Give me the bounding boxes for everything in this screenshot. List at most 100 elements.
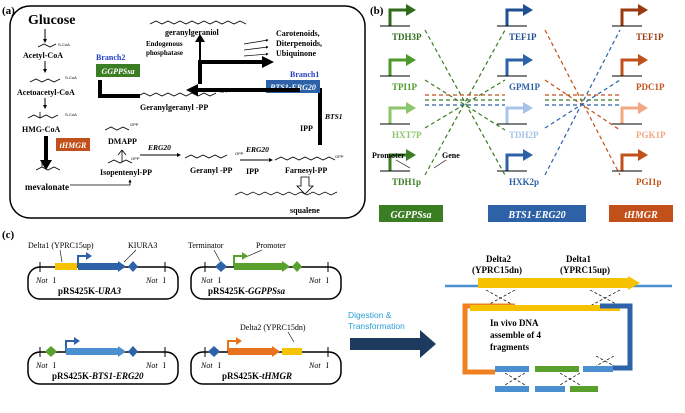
thick-path-products: [198, 60, 265, 84]
fragment-yellow: [470, 305, 620, 311]
ipp-opp-label: OPP: [131, 156, 140, 161]
crossover-row-2b: [559, 372, 581, 386]
products-line2: Diterpenoids,: [276, 39, 322, 48]
ggppssa-gene-segment: [234, 263, 282, 270]
isopentenyl-pp-label: Isopentenyl-PP: [100, 168, 152, 177]
panel-a: (a) Glucose S-CoA Acetyl-CoA S-CoA Aceto…: [2, 5, 366, 219]
acetyl-scoa-label: S-CoA: [58, 42, 70, 47]
promoter-glyph-col3-1: [620, 58, 640, 76]
gene-callout-label: Gene: [442, 151, 460, 160]
ggpp-structure: [137, 92, 217, 97]
crossover-left-2: [485, 289, 516, 307]
arrow-products-3: [243, 52, 269, 57]
noti-left-1-not: Not: [35, 276, 48, 285]
digestion-label-line1: Digestion &: [348, 310, 392, 320]
dmapp-label: DMAPP: [108, 137, 137, 146]
thick-path-bts1: [310, 88, 322, 145]
crossover-right-2: [589, 289, 621, 307]
thmgr-enzyme-label: tHMGR: [60, 141, 87, 150]
noti-right-4-i: I: [326, 361, 329, 370]
ggpp-label: Geranylgeranyl -PP: [140, 103, 208, 112]
promoter-label-col2-1: GPM1P: [509, 82, 540, 92]
fragment-row1-blue2: [583, 366, 613, 372]
noti-right-1-not: Not: [145, 276, 158, 285]
thmgr-gene-segment: [228, 348, 272, 355]
ipp-structure: [107, 159, 133, 164]
ura3-gene-arrowhead: [118, 261, 126, 272]
promoter-glyph-col2-2: [505, 106, 525, 124]
promoter-glyph-col3-0: [620, 8, 640, 26]
promoter-arrowhead-col1-2: [406, 102, 416, 114]
bts1-gene-segment: [66, 348, 118, 355]
promoter-label-col1-1: TPI1P: [392, 82, 418, 92]
panel-c-label: (c): [2, 229, 15, 241]
promoter-connection-10: [544, 29, 621, 176]
bts1-promoter-arrowhead: [74, 337, 80, 345]
terminator-pointer: [213, 249, 221, 262]
promoter-label-col2-3: HXK2p: [509, 177, 539, 187]
noti-right-3-not: Not: [145, 361, 158, 370]
erg20-label-b: ERG20: [245, 145, 269, 154]
promoter-label-col3-1: PDC1P: [636, 82, 665, 92]
farnesyl-opp-label: OPP: [335, 154, 344, 159]
ura3-terminator: [128, 261, 138, 272]
branch1-label: Branch1: [290, 70, 319, 79]
digestion-arrow: [350, 330, 436, 358]
promoter-connection-7: [544, 29, 621, 176]
invivo-line2: assemble of 4: [490, 330, 541, 340]
ipp-label-b: IPP: [300, 124, 313, 133]
thmgr-promoter-arrowhead: [236, 337, 242, 345]
bts1-erg20-box: [488, 205, 586, 222]
delta1-label: Delta1 (YPRC15up): [28, 241, 94, 250]
ggppssa-enzyme-label: GGPPSsa: [102, 67, 135, 76]
invivo-line3: fragments: [490, 342, 529, 352]
noti-left-4-not: Not: [200, 361, 213, 370]
thmgr-box-label: tHMGR: [624, 210, 658, 221]
promoter-glyph-col1-0: [388, 8, 408, 26]
farnesyl-pp-label: Farnesyl-PP: [285, 166, 327, 175]
fragment-row1-blue: [495, 366, 529, 372]
thmgr-start-terminator: [208, 346, 220, 357]
promoter-pointer: [245, 249, 263, 258]
ura3-promoter-arrowhead: [86, 252, 92, 260]
promoter-glyph-col1-1: [388, 58, 408, 76]
noti-left-2-not: Not: [200, 276, 213, 285]
noti-right-1-i: I: [163, 276, 166, 285]
promoter-arrowhead-col1-0: [406, 4, 416, 16]
terminator-label: Terminator: [188, 241, 224, 250]
promoter-glyph-col1-3: [388, 153, 408, 171]
promoter-glyph-col1-2: [388, 106, 408, 124]
noti-right-2-not: Not: [308, 276, 321, 285]
ipp-label-a: IPP: [246, 167, 259, 176]
promoter-connection-1: [424, 79, 506, 131]
hmg-coa-structure: [27, 112, 59, 119]
promoter-glyph-col3-3: [620, 153, 640, 171]
dmapp-ipp-equilibrium: [117, 149, 127, 162]
arrow-mevalonate-ipp: [70, 179, 132, 186]
noti-right-2-i: I: [326, 276, 329, 285]
delta1-segment: [55, 263, 77, 270]
thick-path-branch2: [98, 80, 140, 98]
noti-left-3-not: Not: [35, 361, 48, 370]
promoter-arrowhead-col2-2: [523, 102, 533, 114]
endogenous-line2: phosphatase: [146, 49, 183, 57]
products-line3: Ubiquinone: [276, 49, 316, 58]
noti-left-2-i: I: [218, 276, 221, 285]
bts1-promoter-arrow: [65, 340, 76, 351]
noti-left-3-i: I: [53, 361, 56, 370]
branch2-label: Branch2: [96, 53, 125, 62]
ura3-gene-segment: [78, 263, 118, 270]
arrow-products-1: [243, 38, 269, 45]
promoter-label-col1-2: HXT7P: [392, 130, 422, 140]
geranyl-pp-label: Geranyl -PP: [190, 166, 233, 175]
promoter-label-col1-3: TDH1p: [392, 177, 421, 187]
glucose-label: Glucose: [28, 13, 75, 28]
squalene-label: squalene: [290, 206, 320, 215]
acetoacetyl-structure: [29, 78, 61, 83]
bts1-end-terminator: [128, 346, 138, 357]
thmgr-promoter-arrow: [227, 340, 238, 351]
promoter-glyph-col2-0: [505, 8, 525, 26]
promoter-label-col2-2: TDH2P: [509, 130, 539, 140]
crossover-row-3b: [595, 355, 615, 367]
